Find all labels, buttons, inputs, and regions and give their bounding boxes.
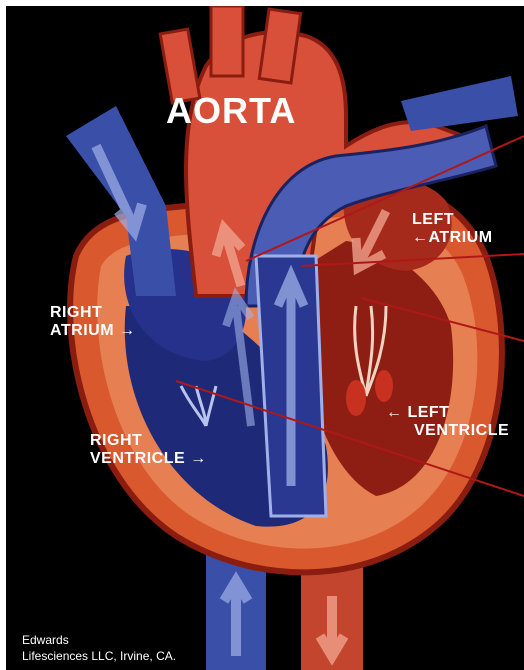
aorta-label: AORTA [166, 90, 296, 132]
right-ventricle-line1: RIGHT [90, 432, 207, 450]
right-ventricle-line2: VENTRICLE → [90, 450, 207, 468]
right-arrow-icon: → [119, 322, 136, 339]
left-atrium-line2: ←ATRIUM [412, 229, 493, 247]
left-arrow-icon: ← [412, 229, 429, 246]
aorta-branch-2 [211, 6, 243, 76]
credit-line1: Edwards [22, 632, 176, 648]
right-arrow-icon: → [190, 450, 207, 467]
left-ventricle-label: ← LEFT VENTRICLE [386, 404, 509, 440]
papillary-muscle-left [346, 380, 366, 416]
right-ventricle-label: RIGHT VENTRICLE → [90, 432, 207, 468]
right-atrium-label: RIGHT ATRIUM → [50, 304, 135, 340]
credit-line2: Lifesciences LLC, Irvine, CA. [22, 648, 176, 664]
left-ventricle-line2: VENTRICLE [414, 422, 509, 440]
left-atrium-label: LEFT ←ATRIUM [412, 211, 493, 247]
papillary-muscle-left-2 [375, 370, 393, 402]
right-atrium-line2: ATRIUM → [50, 322, 135, 340]
left-ventricle-line1: ← LEFT [386, 404, 509, 422]
left-arrow-icon: ← [386, 404, 403, 421]
pulmonary-vein [401, 76, 518, 131]
heart-diagram: AORTA LEFT ←ATRIUM RIGHT ATRIUM → ← LEFT… [6, 6, 524, 670]
left-atrium-line1: LEFT [412, 211, 493, 229]
right-atrium-line1: RIGHT [50, 304, 135, 322]
image-credit: Edwards Lifesciences LLC, Irvine, CA. [22, 632, 176, 664]
